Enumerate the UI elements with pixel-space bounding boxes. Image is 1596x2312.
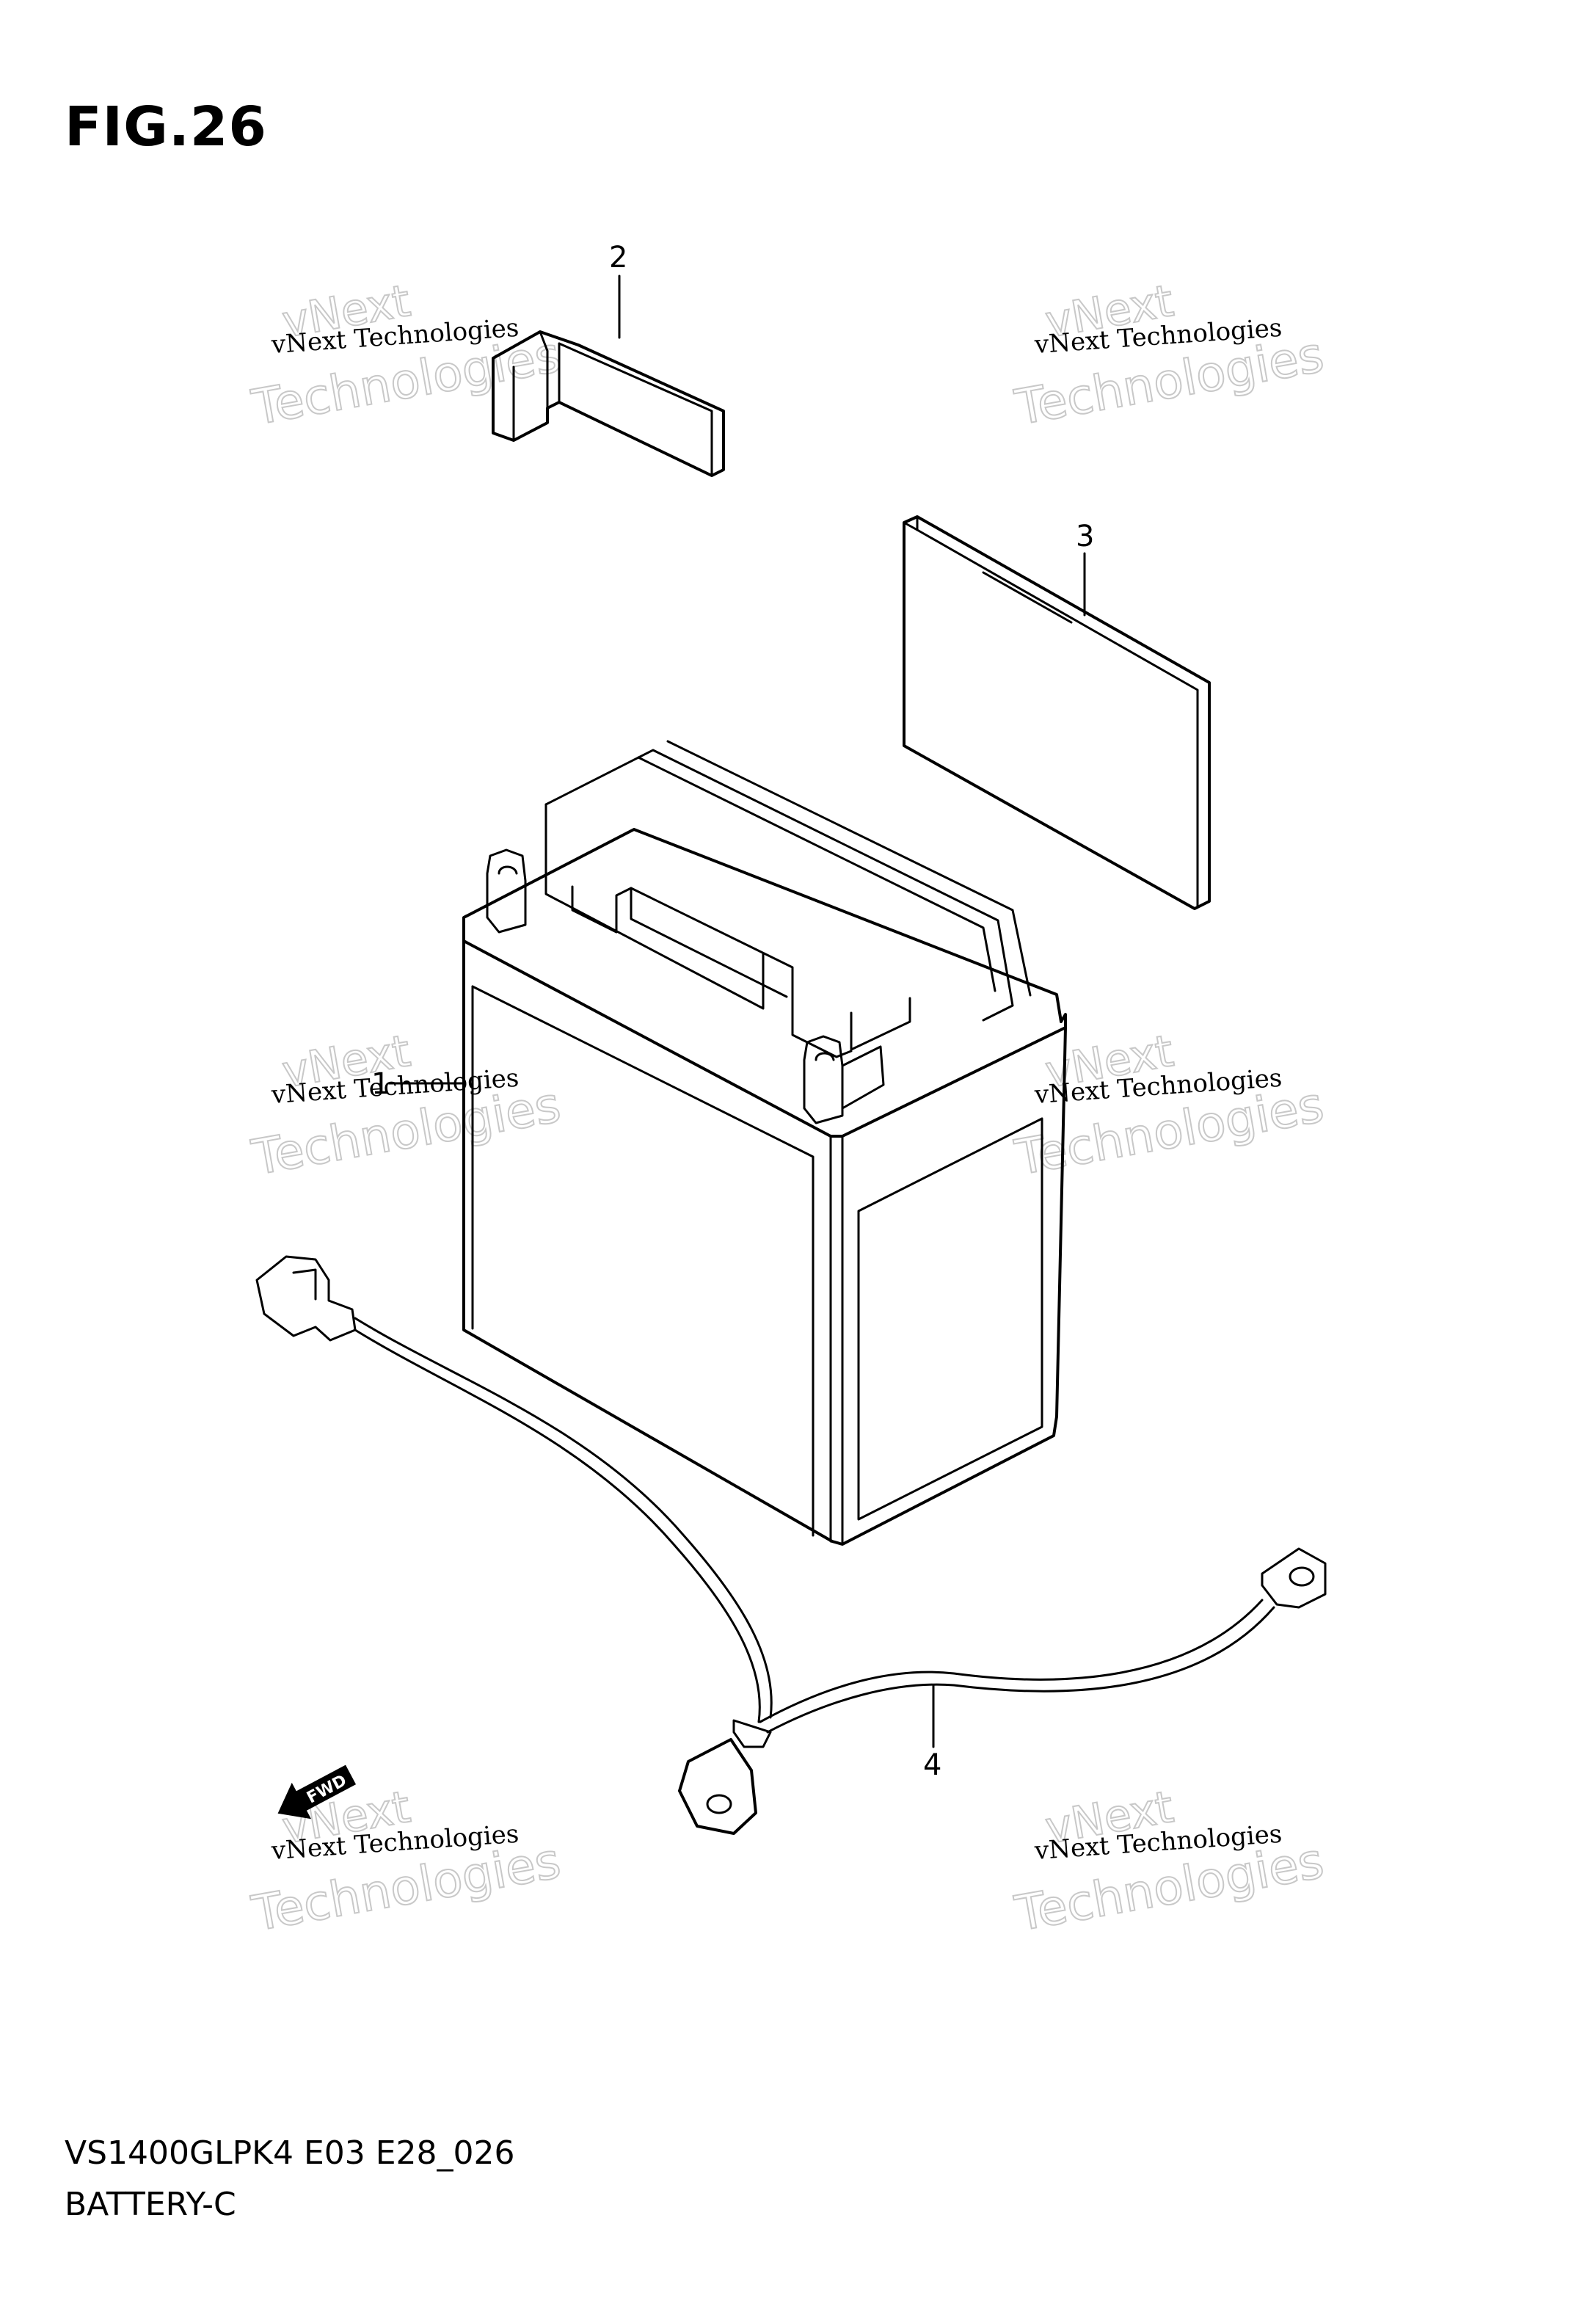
watermark-group: vNext vNext Technologies Technologies vN…	[247, 275, 1329, 1943]
watermark-top-right: vNext vNext Technologies Technologies	[1010, 275, 1329, 437]
figure-code: VS1400GLPK4 E03 E28_026	[65, 2134, 515, 2172]
watermark-top-left: vNext vNext Technologies Technologies	[247, 275, 566, 437]
watermark-bottom-right: vNext vNext Technologies Technologies	[1010, 1781, 1329, 1943]
callout-3: 3	[1076, 520, 1094, 553]
callout-1: 1	[371, 1067, 390, 1101]
part-harness[interactable]	[255, 1255, 1327, 1835]
watermark-mid-left: vNext vNext Technologies Technologies	[247, 1025, 566, 1187]
part-battery[interactable]	[462, 740, 1067, 1546]
callout-4: 4	[923, 1748, 941, 1782]
part-bracket[interactable]	[492, 330, 725, 477]
figure-title: FIG.26	[65, 95, 267, 159]
figure-name: BATTERY-C	[65, 2186, 236, 2223]
callout-2: 2	[609, 241, 627, 275]
watermark-mid-right: vNext vNext Technologies Technologies	[1010, 1025, 1329, 1187]
part-pad[interactable]	[903, 515, 1211, 910]
